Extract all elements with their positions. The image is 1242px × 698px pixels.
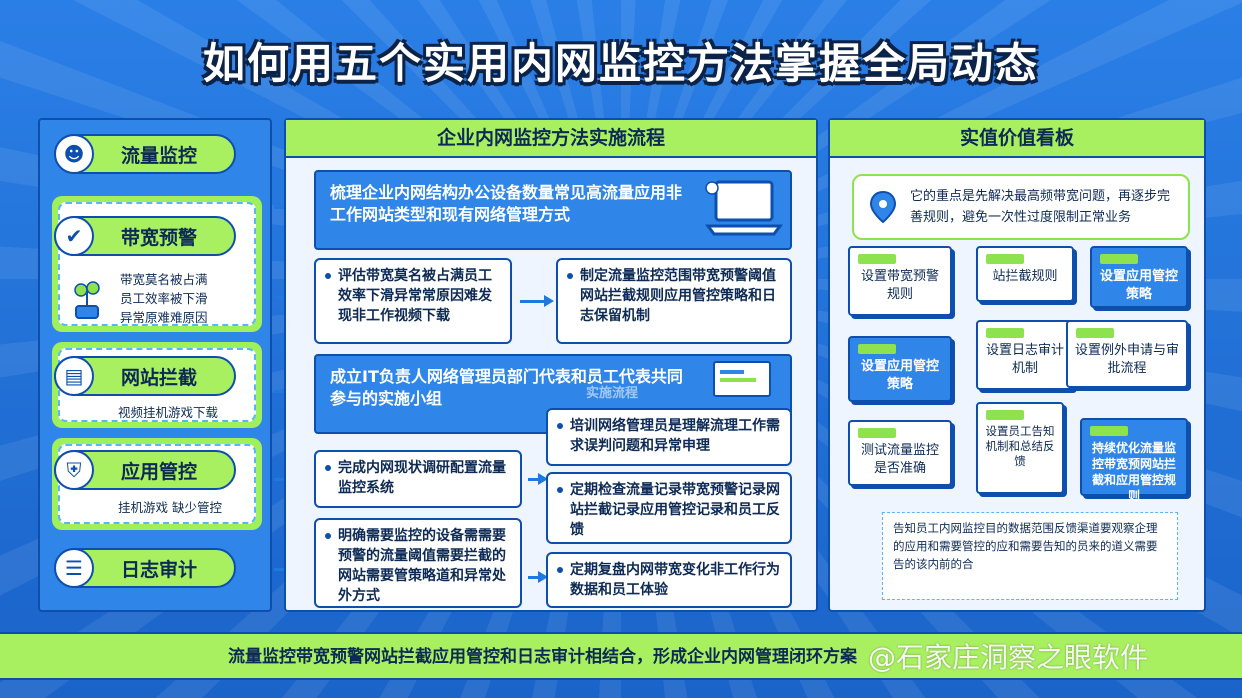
website-desc: 视频挂机游戏下载 bbox=[118, 405, 219, 420]
dashboard-header: 实值价值看板 bbox=[830, 120, 1204, 158]
step-check: 定期检查流量记录带宽预警记录网站拦截记录应用管控记录和员工反馈 bbox=[546, 472, 792, 544]
category-log-audit[interactable]: ☰ 日志审计 bbox=[54, 548, 236, 588]
flow-header: 企业内网监控方法实施流程 bbox=[286, 120, 816, 158]
step-plan: 制定流量监控范围带宽预警阈值网站拦截规则应用管控策略和日志保留机制 bbox=[556, 258, 792, 344]
laptop-icon bbox=[705, 180, 783, 236]
card-bandwidth-rule: 设置带宽预警规则 bbox=[848, 246, 952, 316]
shield-icon: ⛨ bbox=[54, 450, 94, 490]
card-employee-notice: 设置员工告知机制和总结反馈 bbox=[976, 402, 1064, 494]
card-exception-approval: 设置例外申请与审批流程 bbox=[1066, 320, 1188, 388]
watermark: @石家庄洞察之眼软件 bbox=[868, 641, 1149, 674]
footer-summary: 流量监控带宽预警网站拦截应用管控和日志审计相结合，形成企业内网管理闭环方案 bbox=[0, 632, 1242, 680]
category-traffic-monitoring[interactable]: ☻ 流量监控 bbox=[54, 134, 236, 174]
card-app-policy-1: 设置应用管控策略 bbox=[1090, 246, 1188, 308]
monitor-icon: ▤ bbox=[54, 356, 94, 396]
category-website-block[interactable]: ▤ 网站拦截 bbox=[54, 356, 236, 396]
value-dashboard-panel: 实值价值看板 它的重点是先解决最高频带宽问题，再逐步完善规则，避免一次性过度限制… bbox=[828, 118, 1206, 612]
category-bandwidth-alert[interactable]: ✔ 带宽预警 bbox=[54, 216, 236, 256]
card-site-block: 站拦截规则 bbox=[976, 246, 1074, 302]
step-research: 完成内网现状调研配置流量监控系统 bbox=[314, 450, 522, 508]
app-desc: 挂机游戏 缺少管控 bbox=[118, 500, 222, 515]
shield-check-icon: ✔ bbox=[54, 216, 94, 256]
left-category-column: ☻ 流量监控 ✔ 带宽预警 带宽莫名被占满 员工效率被下滑 异常原难难原因 ▤ … bbox=[38, 118, 272, 612]
faded-overlay-text: 实施流程 bbox=[586, 386, 639, 401]
employee-notice-note: 告知员工内网监控目的数据范围反馈渠道要观察企理的应用和需要管控的应和需要告知的员… bbox=[882, 512, 1178, 600]
key-point-callout: 它的重点是先解决最高频带宽问题，再逐步完善规则，避免一次性过度限制正常业务 bbox=[852, 174, 1190, 240]
step-review: 定期复盘内网带宽变化非工作行为数据和员工体验 bbox=[546, 552, 792, 608]
implementation-flow-panel: 企业内网监控方法实施流程 梳理企业内网结构办公设备数量常见高流量应用非工作网站类… bbox=[284, 118, 818, 612]
card-continuous-optimize: 持续优化流量监控带宽预网站拦截和应用管控规则 bbox=[1080, 418, 1188, 503]
location-pin-icon bbox=[869, 190, 897, 224]
arrow-define-review bbox=[528, 571, 548, 583]
step-assess: 评估带宽莫名被占满员工效率下滑异常常原因难发现非工作视频下载 bbox=[314, 258, 512, 344]
page-title: 如何用五个实用内网监控方法掌握全局动态 bbox=[202, 39, 1039, 88]
screen-icon bbox=[713, 361, 771, 397]
plant-icon bbox=[74, 281, 100, 319]
bandwidth-desc: 带宽莫名被占满 员工效率被下滑 异常原难难原因 bbox=[120, 272, 208, 325]
document-icon: ☰ bbox=[54, 548, 94, 588]
card-test-monitoring: 测试流量监控是否准确 bbox=[848, 420, 952, 486]
user-icon: ☻ bbox=[54, 134, 94, 174]
arrow-research-check bbox=[528, 473, 548, 485]
arrow-assess-plan bbox=[520, 295, 554, 307]
category-app-control[interactable]: ⛨ 应用管控 bbox=[54, 450, 236, 490]
card-app-policy-2: 设置应用管控策略 bbox=[848, 336, 952, 402]
step-define: 明确需要监控的设备需需要预警的流量阈值需要拦截的网站需要管策略道和异常处外方式 bbox=[314, 518, 522, 608]
card-log-audit: 设置日志审计机制 bbox=[976, 320, 1074, 390]
step-train: 培训网络管理员是理解流理工作需求误判问题和异常申理 bbox=[546, 408, 792, 466]
